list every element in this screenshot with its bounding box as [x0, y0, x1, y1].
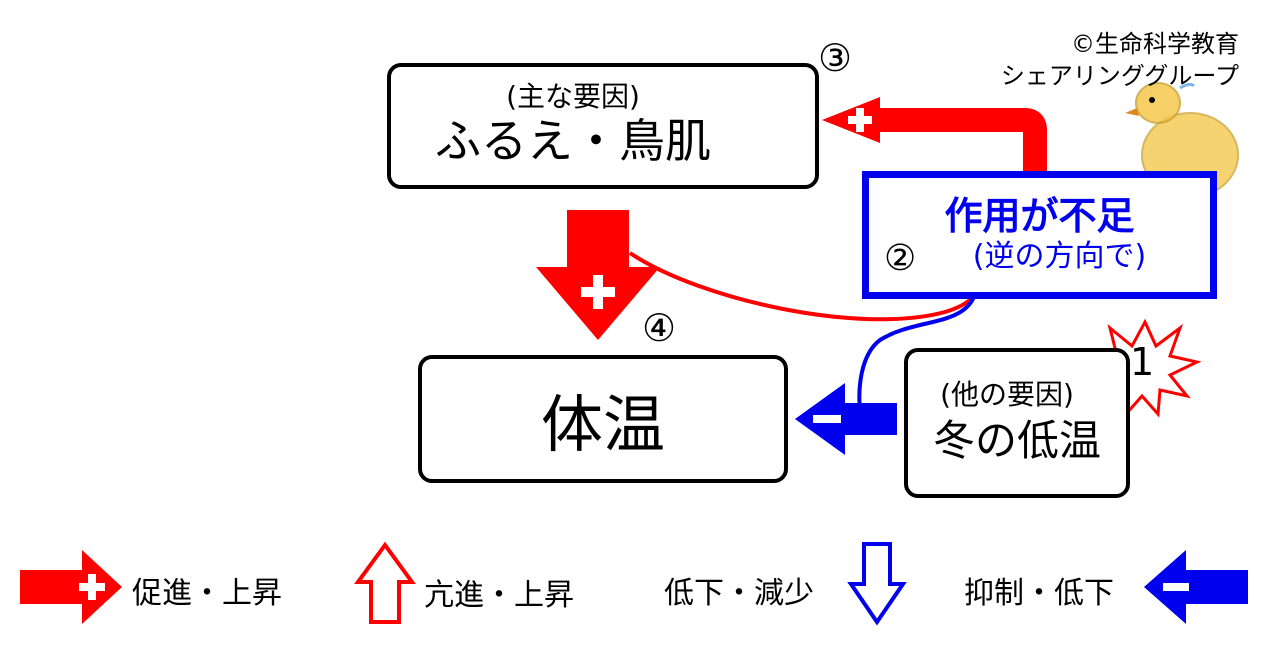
legend-hyper-label: 亢進・上昇 — [424, 578, 574, 613]
legend-decrease-label: 低下・減少 — [664, 576, 814, 611]
step-number-four: ④ — [642, 306, 677, 350]
effect-sub-label: (逆の方向で) — [972, 239, 1147, 274]
step-number-three: ③ — [818, 36, 853, 80]
legend-promote-arrow — [20, 550, 122, 624]
copyright-text: ©生命科学教育 シェアリンググループ — [1001, 28, 1239, 92]
legend-inhibit-label: 抑制・低下 — [964, 576, 1114, 611]
effect-main-label: 作用が不足 — [944, 194, 1135, 238]
legend-promote-label: 促進・上昇 — [132, 576, 282, 611]
inhibit-arrow-to-body-temp — [795, 383, 897, 455]
legend-hyper-arrow — [354, 541, 416, 624]
shivering-sub-label: (主な要因) — [506, 80, 640, 113]
body-temp-label: 体温 — [540, 388, 665, 461]
cold-sub-label: (他の要因) — [940, 378, 1074, 411]
step-number-two: ② — [884, 238, 917, 279]
effect-box: 作用が不足 (逆の方向で) — [862, 171, 1217, 299]
shivering-box: (主な要因) ふるえ・鳥肌 — [387, 63, 819, 189]
blue-influence-line — [857, 279, 980, 411]
shivering-main-label: ふるえ・鳥肌 — [435, 114, 711, 168]
promote-arrow-to-body-temp — [536, 210, 660, 340]
cold-box: (他の要因) 冬の低温 — [904, 348, 1130, 498]
legend-inhibit-arrow — [1144, 550, 1248, 624]
step-number-one: 1 — [1130, 340, 1155, 384]
body-temp-box: 体温 — [418, 355, 788, 483]
legend-decrease-arrow — [847, 542, 907, 626]
copyright-line1: ©生命科学教育 — [1071, 30, 1239, 58]
promote-arrow-to-shivering — [822, 97, 1047, 175]
copyright-line2: シェアリンググループ — [1000, 62, 1239, 90]
cold-main-label: 冬の低温 — [932, 416, 1101, 465]
